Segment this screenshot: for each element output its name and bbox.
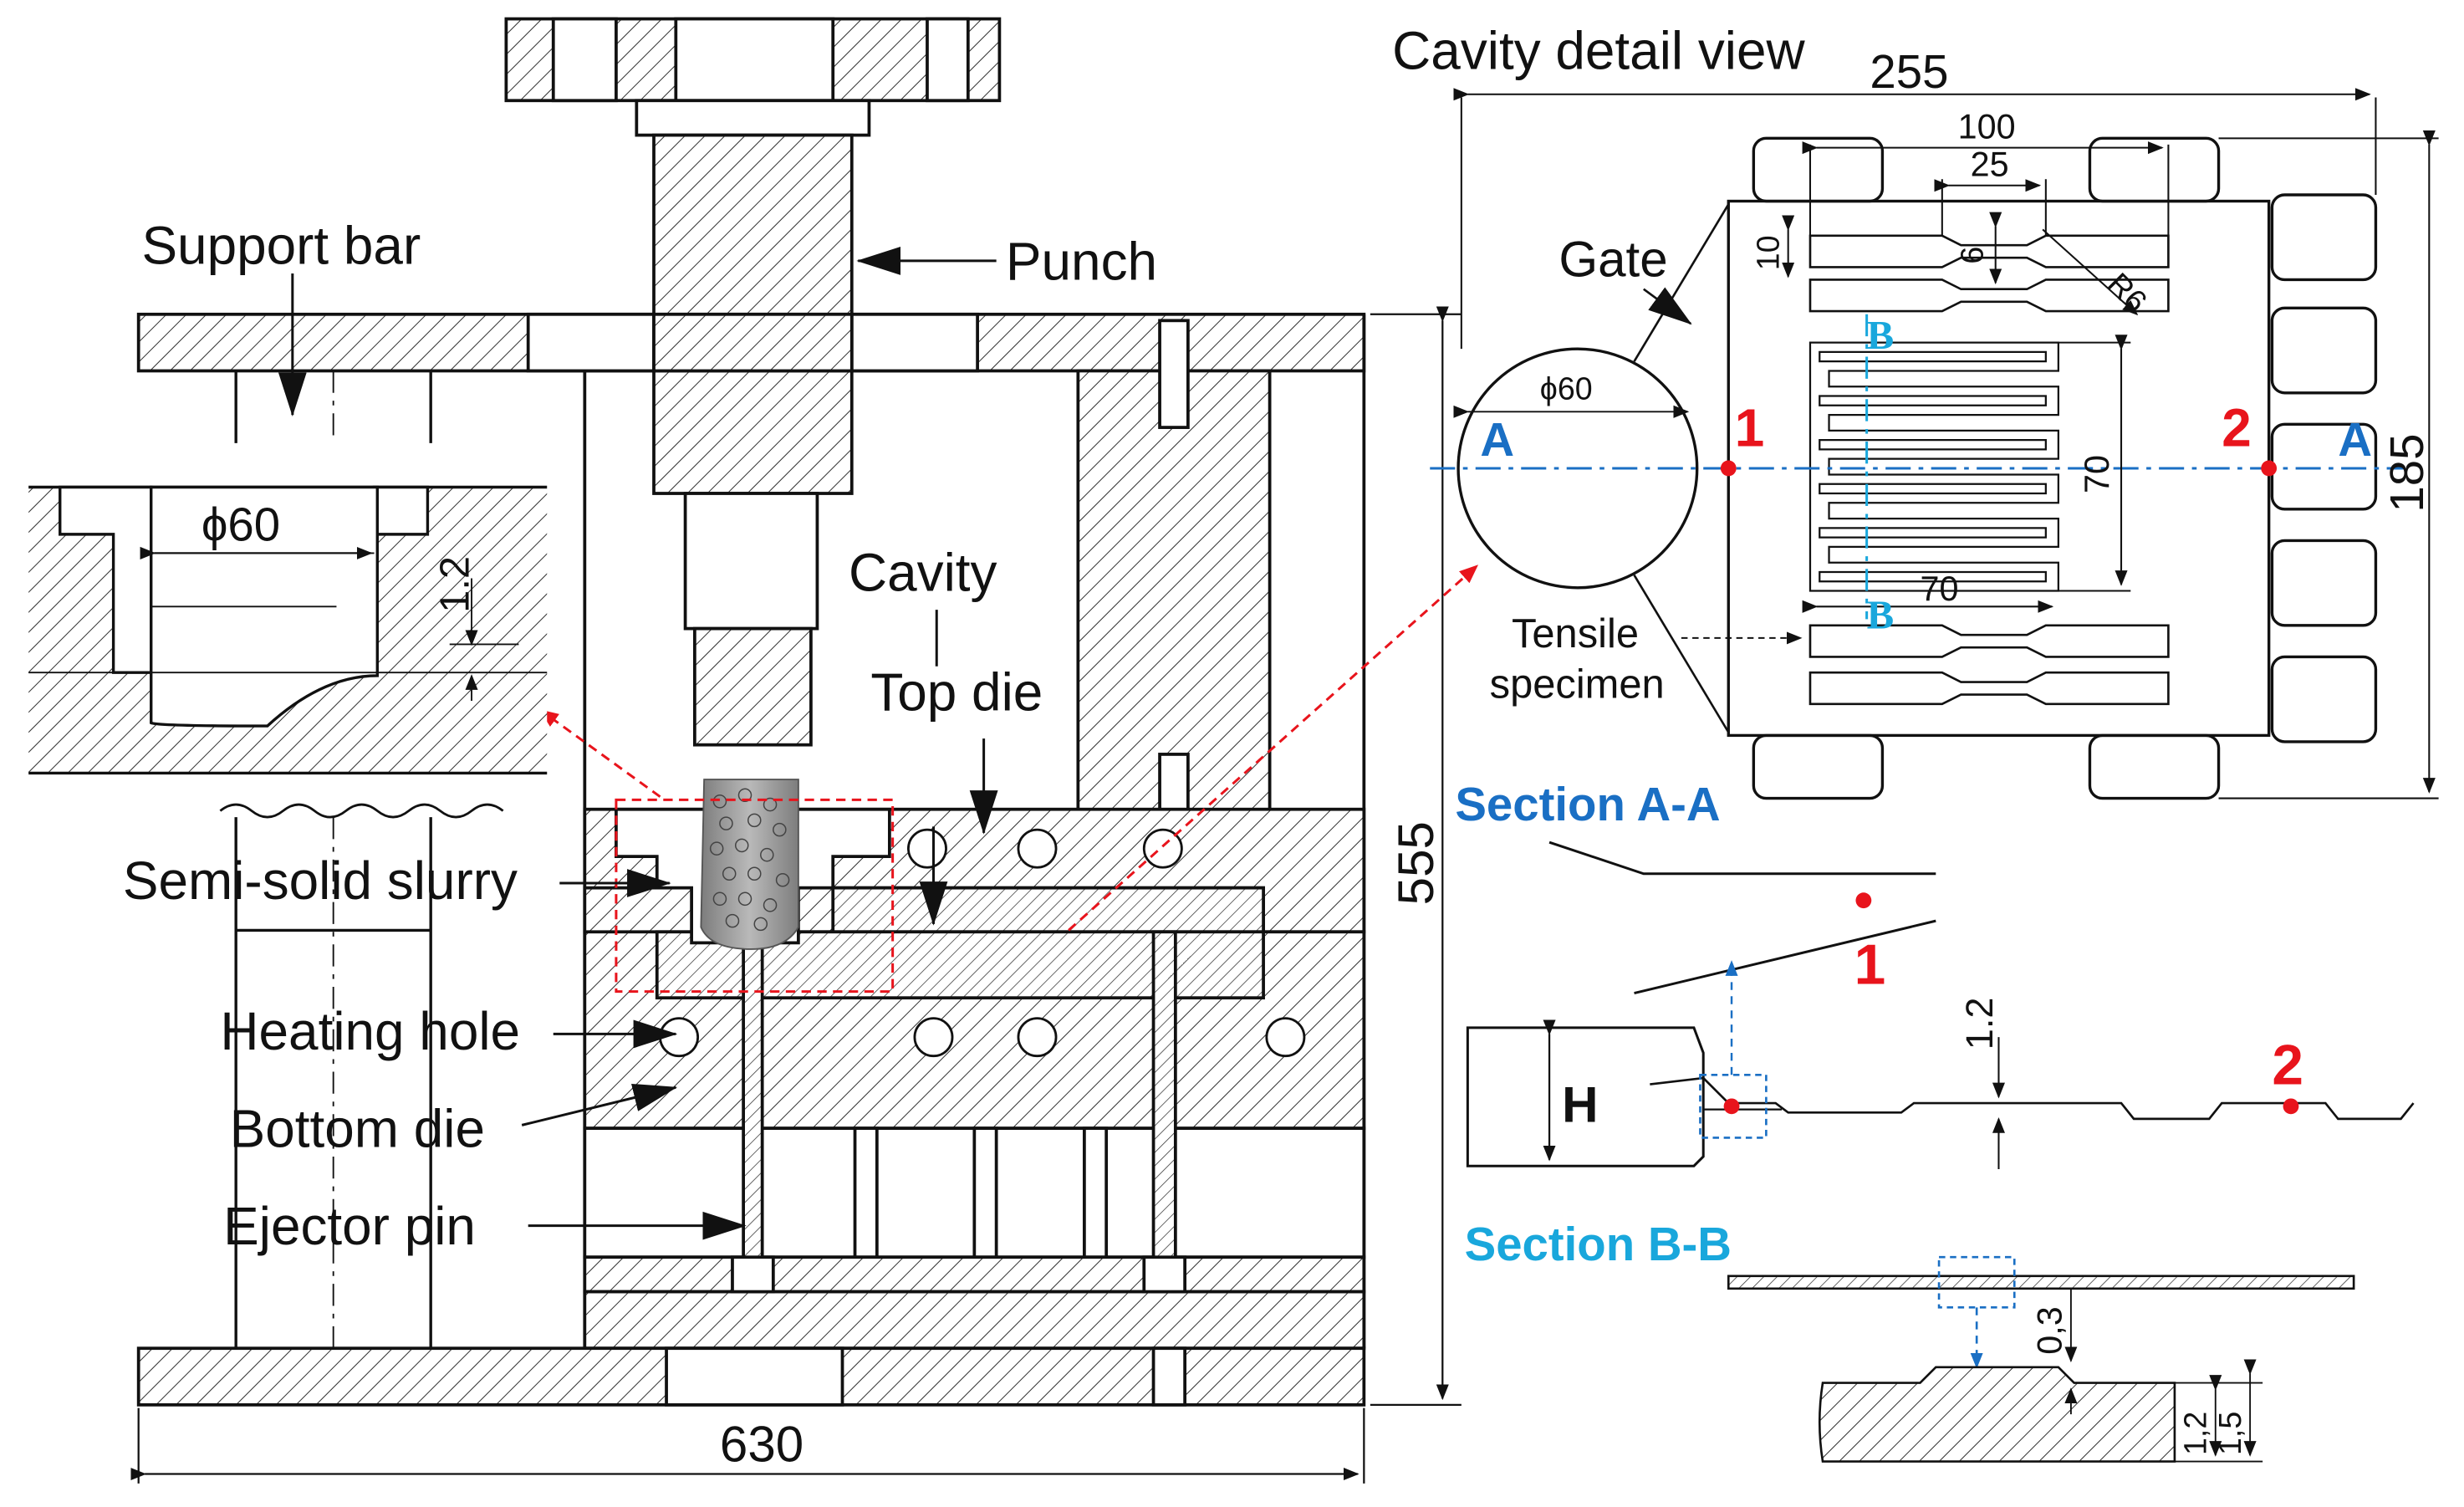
dim-1-5: 1,5 [2212,1412,2247,1455]
semi-solid-slurry-label: Semi-solid slurry [123,851,518,911]
support-bar-label: Support bar [141,216,421,276]
dim-630: 630 [720,1417,803,1473]
section-b-bottom: B [1867,592,1895,638]
tensile-specimen-label-2: specimen [1490,662,1665,707]
point-2 [2261,460,2278,477]
dim-70-horizontal: 70 [1921,570,1959,608]
dim-70-vertical: 70 [2078,455,2116,493]
point-1-section [1855,892,1872,909]
detail-frame [615,798,895,994]
section-aa [1466,840,2415,1170]
ejector-pin [742,941,764,1294]
section-b-top: B [1867,312,1895,358]
support-bars [219,370,504,1349]
section-marker-2: 2 [2272,1034,2303,1097]
tensile-specimen-label-1: Tensile [1512,611,1639,656]
dim-255: 255 [1870,45,1948,98]
dim-0-3: 0,3 [2031,1306,2069,1354]
section-bb [1727,1255,2355,1463]
point-1 [1720,460,1737,477]
dim-100: 100 [1958,107,2016,146]
cavity-label: Cavity [849,543,997,603]
serpentine-specimen [1808,341,2060,592]
gate-circle [1456,347,1699,590]
section-aa-title: Section A-A [1455,778,1720,830]
section-marker-1: 1 [1854,933,1886,996]
thick-1-2-inset-label: 1.2 [432,556,477,613]
dim-185: 185 [2380,434,2433,513]
section-a-left: A [1480,413,1514,466]
dim-555: 555 [1388,821,1444,905]
inset-detail [28,485,548,775]
gate-label: Gate [1558,232,1667,288]
point-1-section-b [1723,1098,1740,1115]
dimension-lines [130,306,1462,1484]
h-label: H [1562,1077,1598,1133]
heating-hole-label: Heating hole [220,1001,520,1061]
ejector-pin-label: Ejector pin [223,1196,476,1256]
mould-assembly [136,17,1366,1407]
section-bb-title: Section B-B [1465,1218,1732,1270]
phi60-circle-label: ϕ60 [1540,370,1593,406]
bottom-die-label: Bottom die [230,1099,485,1159]
punch-label: Punch [1006,231,1157,291]
dim-1-2-b: 1,2 [2178,1412,2213,1455]
dim-6: 6 [1955,247,1990,264]
slurry-billet [700,779,799,950]
cavity-detail-view-title: Cavity detail view [1392,21,1805,81]
phi60-inset-label: ϕ60 [202,498,280,550]
section-a-right: A [2338,413,2372,466]
callout-arrows [278,247,998,1240]
top-die-label: Top die [870,662,1043,722]
heating-holes [659,828,1306,1058]
thick-1-2-section: 1.2 [1958,998,2001,1050]
point-2-section [2283,1098,2299,1115]
marker-2: 2 [2222,398,2252,458]
dim-25: 25 [1971,145,2009,183]
marker-1: 1 [1735,398,1765,458]
dim-10: 10 [1750,235,1785,270]
